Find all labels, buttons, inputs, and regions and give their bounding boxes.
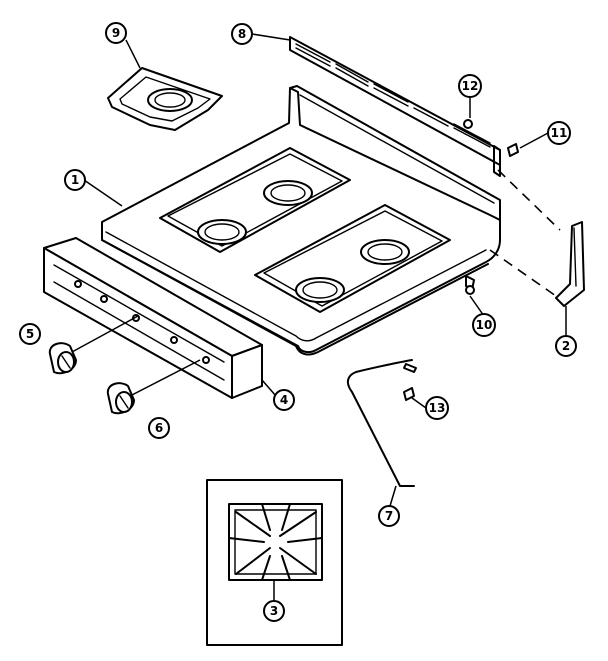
callout-8: 8 xyxy=(231,23,253,45)
assembly-guide-lines xyxy=(489,169,561,297)
callout-4: 4 xyxy=(273,389,295,411)
part-2-side-bracket xyxy=(555,221,585,307)
part-12-screw xyxy=(463,119,473,129)
svg-text:8: 8 xyxy=(238,27,246,41)
part-3-grate-box xyxy=(206,479,343,646)
part-10-screw xyxy=(465,285,475,295)
svg-text:10: 10 xyxy=(476,318,493,332)
callout-7: 7 xyxy=(378,505,400,527)
callout-12: 12 xyxy=(458,74,482,98)
svg-text:6: 6 xyxy=(155,421,163,435)
svg-text:1: 1 xyxy=(71,173,79,187)
callout-2: 2 xyxy=(555,335,577,357)
svg-text:13: 13 xyxy=(429,401,446,415)
callout-1: 1 xyxy=(64,169,86,191)
part-5-knob xyxy=(48,342,77,375)
part-8-back-panel xyxy=(289,36,501,177)
svg-text:11: 11 xyxy=(551,126,568,140)
part-9-drip-bowl xyxy=(107,67,223,131)
svg-text:5: 5 xyxy=(26,327,34,341)
part-6-knob xyxy=(106,382,135,415)
svg-text:3: 3 xyxy=(270,604,278,618)
part-4-control-panel xyxy=(43,237,263,399)
svg-text:7: 7 xyxy=(385,509,393,523)
svg-text:12: 12 xyxy=(462,79,479,93)
callout-9: 9 xyxy=(105,22,127,44)
svg-text:4: 4 xyxy=(280,393,288,407)
callout-5: 5 xyxy=(19,323,41,345)
callout-13: 13 xyxy=(425,396,449,420)
callout-10: 10 xyxy=(472,313,496,337)
part-11-screw xyxy=(507,143,519,157)
svg-text:2: 2 xyxy=(562,339,570,353)
callout-11: 11 xyxy=(547,121,571,145)
part-1-cooktop xyxy=(101,85,501,356)
part-13-screw xyxy=(403,387,415,401)
callout-3: 3 xyxy=(263,600,285,622)
leader-lines xyxy=(71,33,567,600)
callout-6: 6 xyxy=(148,417,170,439)
part-7-wire-rod xyxy=(346,359,417,487)
svg-text:9: 9 xyxy=(112,26,120,40)
